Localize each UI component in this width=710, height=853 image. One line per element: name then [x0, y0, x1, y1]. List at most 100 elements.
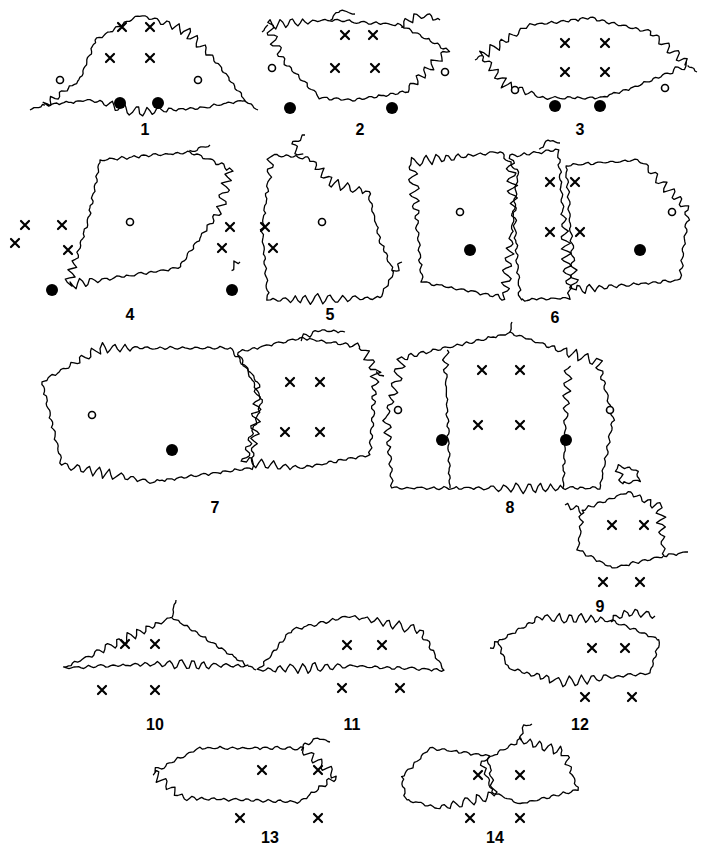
wavy-outline	[577, 492, 666, 568]
cross-marker	[314, 766, 322, 774]
wavy-outline	[301, 330, 345, 341]
wavy-outline	[238, 337, 381, 469]
wavy-outline	[65, 151, 233, 289]
open-circle-marker	[662, 85, 669, 92]
open-circle-marker	[669, 209, 676, 216]
wavy-outline	[30, 105, 45, 111]
cross-marker	[608, 521, 616, 529]
open-circle-marker	[89, 412, 96, 419]
cross-marker	[286, 378, 294, 386]
wavy-outline	[42, 343, 261, 484]
filled-dot-marker	[166, 444, 178, 456]
cross-marker	[314, 814, 322, 822]
open-circle-marker	[127, 219, 134, 226]
filled-dot-marker	[386, 102, 398, 114]
wavy-outline	[490, 642, 498, 649]
wavy-outline	[506, 149, 571, 301]
panel-number: 5	[324, 306, 337, 324]
cross-marker	[338, 684, 346, 692]
open-circle-marker	[457, 209, 464, 216]
panel-number: 1	[139, 121, 152, 139]
panel-number: 12	[569, 716, 591, 734]
cross-marker	[316, 428, 324, 436]
filled-dot-marker	[152, 97, 164, 109]
cross-marker	[371, 64, 379, 72]
wavy-outline	[153, 746, 336, 803]
cross-marker	[516, 814, 524, 822]
cross-marker	[621, 644, 629, 652]
wavy-outline	[481, 738, 579, 804]
wavy-outline	[401, 14, 440, 27]
wavy-outline	[475, 56, 482, 60]
wavy-outline	[292, 135, 305, 155]
cross-marker	[601, 39, 609, 47]
open-circle-marker	[195, 77, 202, 84]
panel-number: 8	[504, 499, 517, 517]
cross-marker	[121, 640, 129, 648]
cross-marker	[378, 641, 386, 649]
cross-marker	[628, 693, 636, 701]
cross-marker	[588, 644, 596, 652]
cross-marker	[576, 228, 584, 236]
wavy-outline	[480, 17, 688, 99]
wavy-outline	[267, 19, 449, 101]
cross-marker	[146, 54, 154, 62]
cross-marker	[261, 223, 269, 231]
wavy-outline	[688, 66, 697, 73]
wavy-outline	[43, 16, 245, 116]
filled-dot-marker	[594, 100, 606, 112]
wavy-outline	[565, 503, 581, 514]
filled-dot-marker	[46, 284, 58, 296]
wavy-outline	[262, 25, 268, 32]
filled-dot-marker	[549, 100, 561, 112]
cross-marker	[474, 771, 482, 779]
cross-marker	[151, 686, 159, 694]
filled-dot-marker	[436, 434, 448, 446]
wavy-outline	[402, 747, 497, 808]
wavy-outline	[260, 154, 393, 304]
wavy-outline	[257, 616, 444, 674]
panel-number: 14	[484, 829, 506, 847]
wavy-outline	[64, 617, 249, 668]
cross-marker	[466, 814, 474, 822]
wavy-outline	[563, 366, 572, 488]
wavy-outline	[539, 140, 560, 149]
cross-marker	[571, 178, 579, 186]
cross-marker	[269, 244, 277, 252]
cross-marker	[396, 684, 404, 692]
wavy-outline	[664, 552, 688, 557]
cross-marker	[474, 421, 482, 429]
panel-number: 6	[549, 309, 562, 327]
cross-marker	[281, 428, 289, 436]
cross-marker	[636, 578, 644, 586]
open-circle-marker	[607, 407, 614, 414]
open-circle-marker	[269, 65, 276, 72]
wavy-outline	[509, 322, 512, 333]
cross-marker	[478, 366, 486, 374]
panel-number: 11	[342, 716, 363, 734]
wavy-outline	[383, 332, 615, 494]
wavy-outline	[376, 372, 384, 377]
cross-marker	[316, 378, 324, 386]
filled-dot-marker	[226, 284, 238, 296]
cross-marker	[561, 68, 569, 76]
cross-marker	[21, 221, 29, 229]
wavy-outline	[172, 600, 176, 617]
panel-number: 10	[144, 716, 166, 734]
cross-marker	[98, 686, 106, 694]
cross-marker	[146, 23, 154, 31]
panel-number: 3	[574, 121, 587, 139]
panel-number: 13	[259, 829, 281, 847]
cross-marker	[218, 244, 226, 252]
open-circle-marker	[395, 407, 402, 414]
open-circle-marker	[57, 77, 64, 84]
wavy-outline	[232, 261, 240, 271]
cross-marker	[546, 228, 554, 236]
cross-marker	[516, 421, 524, 429]
cross-marker	[369, 31, 377, 39]
wavy-outline	[189, 145, 210, 151]
open-circle-marker	[442, 69, 449, 76]
cross-marker	[118, 23, 126, 31]
filled-dot-marker	[464, 244, 476, 256]
wavy-outline	[392, 262, 402, 271]
